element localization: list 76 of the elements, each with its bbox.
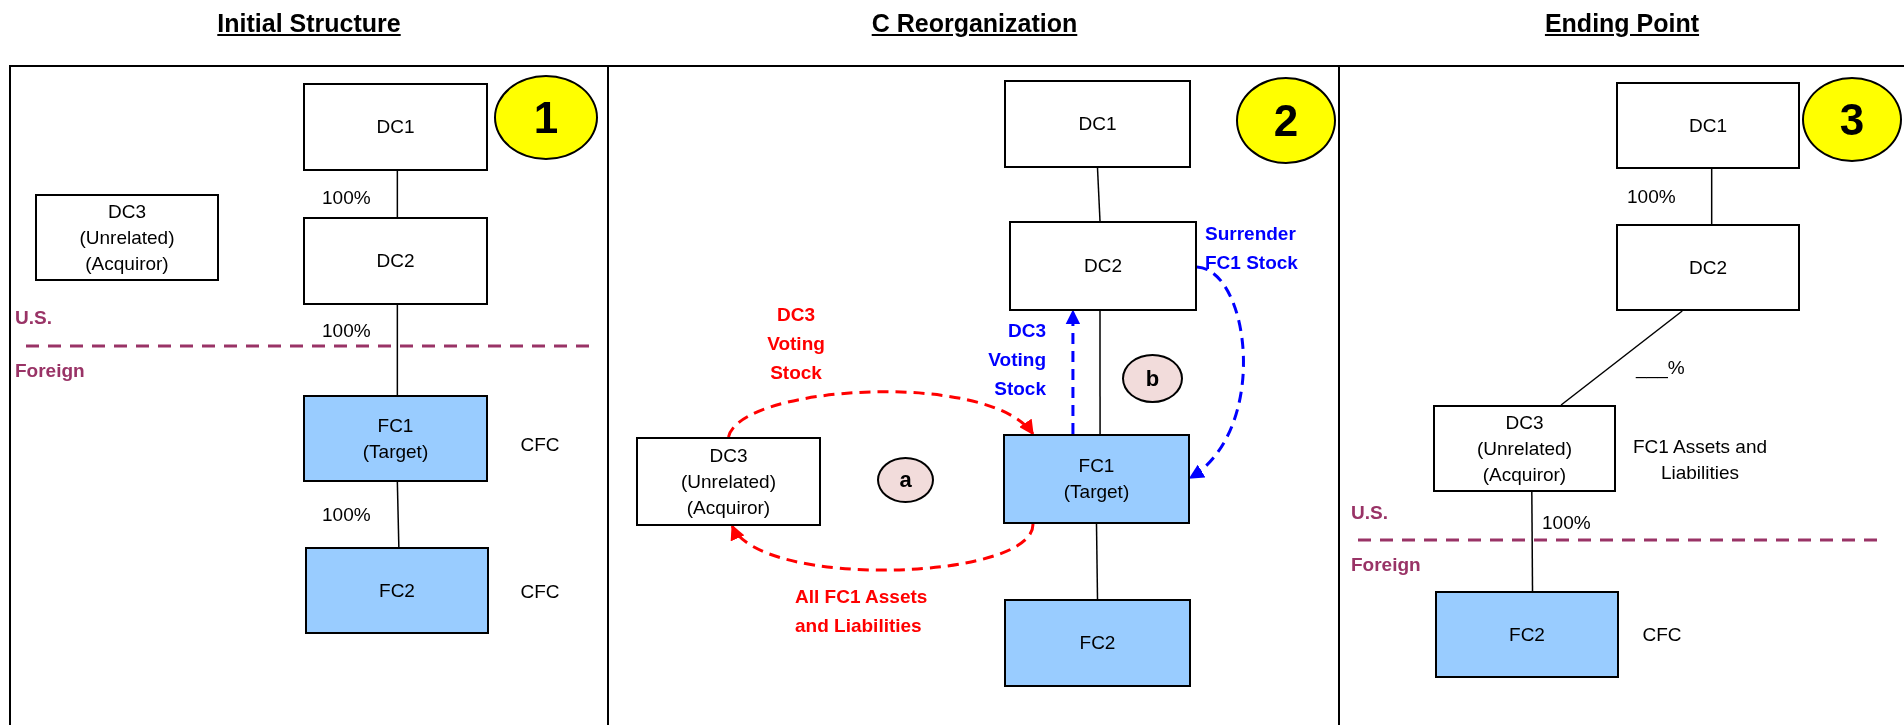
side-note: CFC bbox=[1641, 623, 1683, 647]
company-box bbox=[303, 217, 488, 305]
box-text: (Acquiror) bbox=[85, 251, 169, 276]
company-box bbox=[1004, 80, 1191, 168]
box-text: DC3 bbox=[1505, 410, 1544, 435]
box-text: DC3 bbox=[108, 199, 146, 224]
step-number: 3 bbox=[1839, 97, 1865, 142]
company-box bbox=[1616, 82, 1800, 169]
step-letter-ellipse bbox=[1122, 354, 1183, 403]
box-text: (Target) bbox=[1063, 480, 1130, 504]
foreign-company-box bbox=[1003, 434, 1190, 524]
box-text: FC2 bbox=[379, 578, 415, 603]
step-letter-ellipse bbox=[877, 457, 934, 503]
edge-label: DC3 Voting Stock bbox=[766, 303, 826, 385]
box-text: FC1 bbox=[1078, 454, 1115, 478]
step-number: 1 bbox=[533, 95, 559, 140]
box-text: DC3 bbox=[709, 443, 748, 468]
box-text: (Unrelated) bbox=[1476, 436, 1572, 461]
box-text: DC2 bbox=[376, 249, 415, 273]
ownership-line bbox=[1710, 168, 1713, 225]
company-box bbox=[1009, 221, 1197, 311]
edge-label: Surrender FC1 Stock bbox=[1205, 222, 1299, 275]
ownership-line bbox=[1099, 310, 1101, 435]
edge-label: 100% bbox=[322, 319, 372, 343]
edge-label: DC3 Voting Stock bbox=[987, 319, 1046, 401]
step-letter: b bbox=[1145, 367, 1160, 390]
edge-label: ___% bbox=[1636, 356, 1686, 381]
ownership-line bbox=[1096, 167, 1101, 222]
panel-heading: Ending Point bbox=[1544, 8, 1700, 39]
ownership-line bbox=[396, 481, 400, 548]
panel-heading: Initial Structure bbox=[217, 8, 401, 39]
edge-label: 100% bbox=[1542, 511, 1592, 535]
region-label: Foreign bbox=[1351, 553, 1421, 577]
box-text: DC2 bbox=[1689, 255, 1727, 280]
company-box bbox=[636, 437, 821, 526]
box-text: (Acquiror) bbox=[1482, 462, 1567, 487]
region-label: U.S. bbox=[15, 306, 52, 330]
box-text: DC1 bbox=[1078, 112, 1117, 136]
panel-heading: C Reorganization bbox=[871, 8, 1078, 39]
side-note: CFC bbox=[519, 433, 561, 457]
box-text: FC1 bbox=[377, 413, 414, 438]
box-text: DC1 bbox=[376, 115, 415, 139]
edge-label: 100% bbox=[1627, 185, 1677, 209]
ownership-line bbox=[1531, 491, 1534, 592]
region-label: Foreign bbox=[15, 359, 85, 383]
edge-label: 100% bbox=[322, 186, 372, 210]
step-number: 2 bbox=[1273, 98, 1299, 143]
ownership-line bbox=[1095, 523, 1099, 600]
step-letter: a bbox=[899, 469, 912, 491]
ownership-line bbox=[1560, 310, 1683, 406]
foreign-company-box bbox=[1435, 591, 1619, 678]
box-text: (Unrelated) bbox=[79, 225, 175, 250]
foreign-company-box bbox=[1004, 599, 1191, 687]
box-text: DC1 bbox=[1689, 113, 1727, 138]
foreign-company-box bbox=[303, 395, 488, 482]
company-box bbox=[1616, 224, 1800, 311]
box-text: (Target) bbox=[362, 439, 429, 464]
ownership-line bbox=[396, 304, 399, 396]
box-text: FC2 bbox=[1079, 631, 1116, 655]
side-note: CFC bbox=[519, 580, 561, 604]
company-box bbox=[35, 194, 219, 281]
ownership-line bbox=[396, 170, 399, 218]
box-text: (Unrelated) bbox=[680, 469, 776, 494]
company-box bbox=[303, 83, 488, 171]
transfer-arrow bbox=[727, 390, 1034, 438]
foreign-company-box bbox=[305, 547, 489, 634]
box-text: DC2 bbox=[1084, 254, 1122, 278]
side-note: FC1 Assets and Liabilities bbox=[1631, 435, 1769, 485]
edge-label: 100% bbox=[322, 503, 372, 527]
company-box bbox=[1433, 405, 1616, 492]
transfer-arrow bbox=[1065, 309, 1081, 434]
edge-label: All FC1 Assets and Liabilities bbox=[795, 585, 929, 638]
transfer-arrow bbox=[731, 523, 1035, 572]
box-text: FC2 bbox=[1509, 622, 1545, 647]
region-label: U.S. bbox=[1351, 501, 1388, 525]
box-text: (Acquiror) bbox=[686, 495, 771, 520]
